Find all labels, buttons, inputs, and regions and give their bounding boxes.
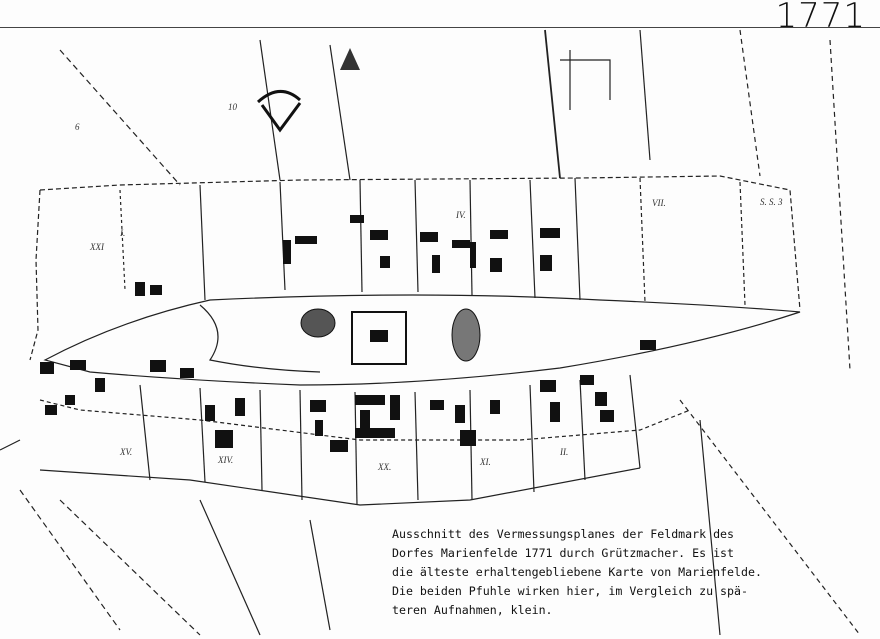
plot-label-xxi: XXI — [89, 242, 105, 252]
caption-line: Die beiden Pfuhle wirken hier, im Vergle… — [392, 584, 748, 598]
caption-line: Dorfes Marienfelde 1771 durch Grützmache… — [392, 546, 735, 560]
caption-line: Ausschnitt des Vermessungsplanes der Fel… — [392, 527, 735, 541]
church — [370, 330, 388, 342]
plot-label-ii: II. — [559, 447, 568, 457]
village-west-boundary — [29, 189, 41, 361]
pond-west — [300, 308, 336, 338]
village-south-boundary — [39, 399, 691, 441]
plot-label-xiv: XIV. — [217, 455, 233, 465]
village-green — [43, 294, 801, 386]
village-north-boundary — [39, 175, 801, 311]
plot-label-10: 10 — [228, 102, 238, 112]
plot-label-vii: VII. — [652, 198, 666, 208]
village-street — [199, 304, 321, 373]
map-year: 1771 — [775, 0, 866, 36]
windmill-symbol — [256, 90, 302, 133]
plot-label-6: 6 — [75, 122, 80, 132]
plot-label-xx: XX. — [377, 462, 391, 472]
caption-line: die älteste erhaltengebliebene Karte von… — [392, 565, 762, 579]
caption-line: teren Aufnahmen, klein. — [392, 603, 553, 617]
map-caption: Ausschnitt des Vermessungsplanes der Fel… — [392, 525, 862, 620]
buildings-south — [40, 340, 656, 452]
plot-label-i: I. — [119, 228, 125, 238]
pond-east — [451, 308, 481, 362]
plot-label-xi: XI. — [479, 457, 491, 467]
plot-label-s: S. S. 3 — [760, 197, 783, 207]
buildings-north — [135, 215, 560, 296]
header-rule — [0, 27, 880, 28]
plot-label-iv: IV. — [455, 210, 466, 220]
church-yard — [351, 311, 407, 365]
plot-label-xv: XV. — [119, 447, 132, 457]
north-arrow — [340, 48, 360, 70]
